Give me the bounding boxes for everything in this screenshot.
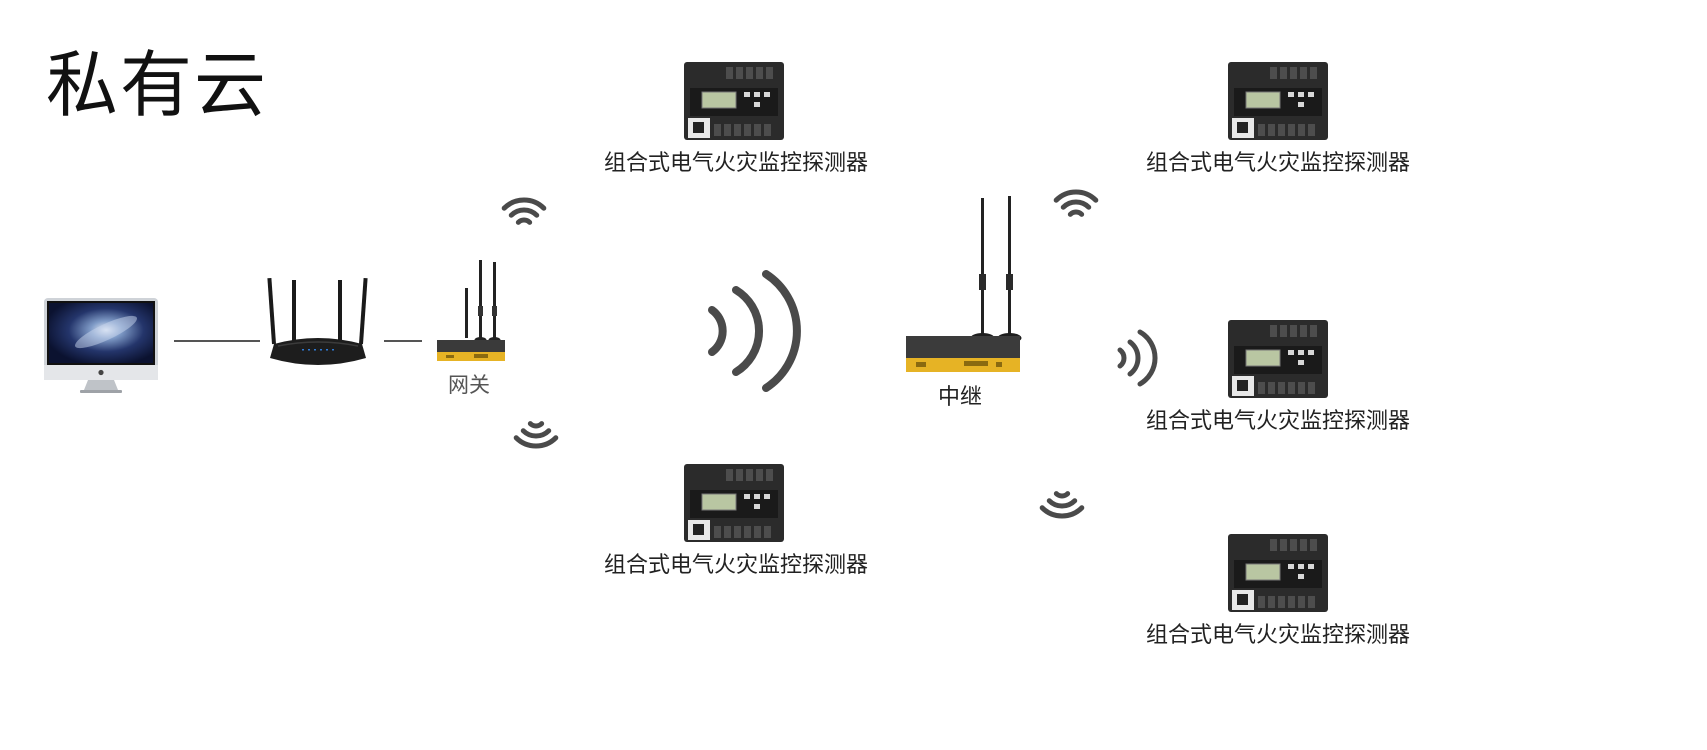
gateway-label: 网关 <box>448 373 490 397</box>
detector-icon <box>1228 320 1328 398</box>
wireless-signal-icon <box>1039 480 1110 536</box>
wireless-signal-icon <box>513 410 584 466</box>
router-icon <box>264 276 372 368</box>
detector-icon <box>684 62 784 140</box>
connector-line <box>384 340 422 342</box>
wireless-signal-icon <box>501 180 572 236</box>
detector-label: 组合式电气火灾监控探测器 <box>1146 623 1411 648</box>
connector-line <box>174 340 260 342</box>
wireless-signal-icon <box>1114 328 1164 388</box>
relay-icon <box>904 194 1024 376</box>
detector-icon <box>1228 534 1328 612</box>
detector-label: 组合式电气火灾监控探测器 <box>1146 151 1411 176</box>
page-title: 私有云 <box>46 43 269 127</box>
relay-label: 中继 <box>938 385 983 410</box>
wireless-signal-icon <box>706 270 806 394</box>
detector-label: 组合式电气火灾监控探测器 <box>604 151 869 176</box>
detector-label: 组合式电气火灾监控探测器 <box>604 553 869 578</box>
detector-icon <box>1228 62 1328 140</box>
wireless-signal-icon <box>1053 172 1124 228</box>
computer-icon <box>44 298 158 394</box>
detector-label: 组合式电气火灾监控探测器 <box>1146 409 1411 434</box>
gateway-icon <box>436 258 508 364</box>
detector-icon <box>684 464 784 542</box>
